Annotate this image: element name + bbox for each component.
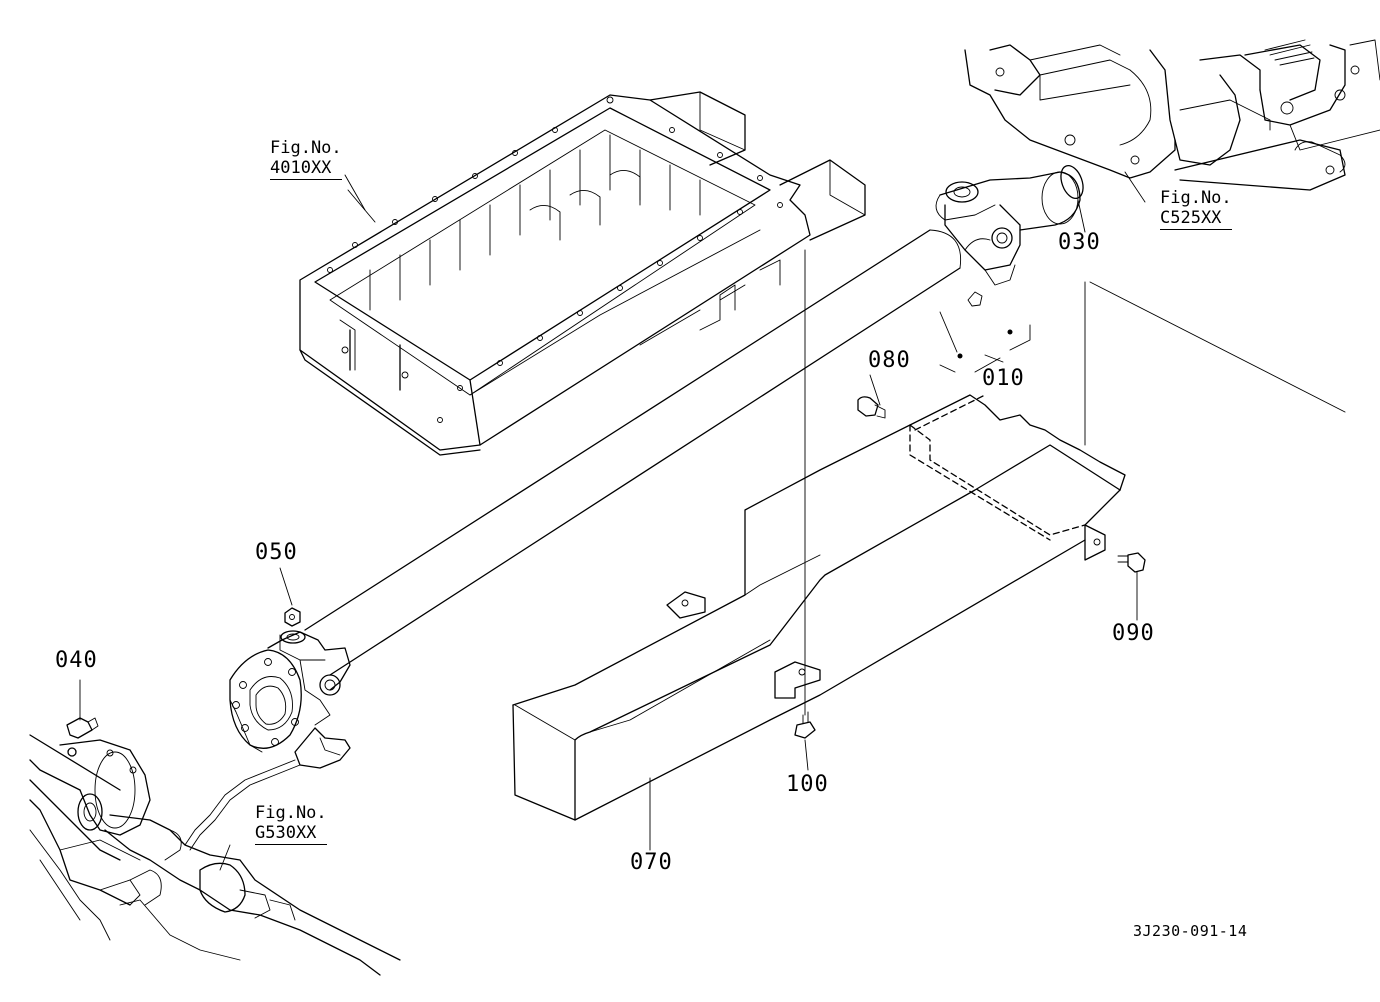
figure-ref-front-axle-prefix: Fig.No.: [255, 803, 327, 823]
figure-ref-oil-pan-number: 4010XX: [270, 160, 342, 180]
propeller-shaft-drawing: [229, 171, 1081, 753]
drawing-code: 3J230-091-14: [1133, 922, 1248, 940]
part-label-100: 100: [786, 772, 829, 797]
bolt-080-drawing: [857, 396, 886, 419]
bolt-040-drawing: [66, 717, 99, 739]
figure-ref-transmission: Fig.No. C525XX: [1160, 190, 1232, 230]
nut-050-drawing: [284, 607, 301, 627]
front-axle-drawing: [29, 727, 401, 976]
leader-lines: [79, 171, 1346, 871]
transmission-housing-drawing: [964, 39, 1380, 191]
part-label-010: 010: [982, 366, 1025, 391]
figure-ref-transmission-number: C525XX: [1160, 210, 1232, 230]
o-ring-drawing: [1060, 165, 1084, 199]
figure-ref-oil-pan-prefix: Fig.No.: [270, 138, 342, 158]
oil-pan-drawing: [299, 91, 866, 456]
part-label-040: 040: [55, 648, 98, 673]
part-label-050: 050: [255, 540, 298, 565]
part-label-080: 080: [868, 348, 911, 373]
figure-ref-front-axle: Fig.No. G530XX: [255, 805, 327, 845]
figure-ref-transmission-prefix: Fig.No.: [1160, 188, 1232, 208]
part-label-030: 030: [1058, 230, 1101, 255]
part-label-090: 090: [1112, 621, 1155, 646]
figure-ref-oil-pan: Fig.No. 4010XX: [270, 140, 342, 180]
bolt-100-drawing: [794, 711, 816, 739]
part-label-070: 070: [630, 850, 673, 875]
shaft-cover-drawing: [512, 394, 1126, 821]
figure-ref-front-axle-number: G530XX: [255, 825, 327, 845]
bolt-090-drawing: [1117, 552, 1146, 573]
